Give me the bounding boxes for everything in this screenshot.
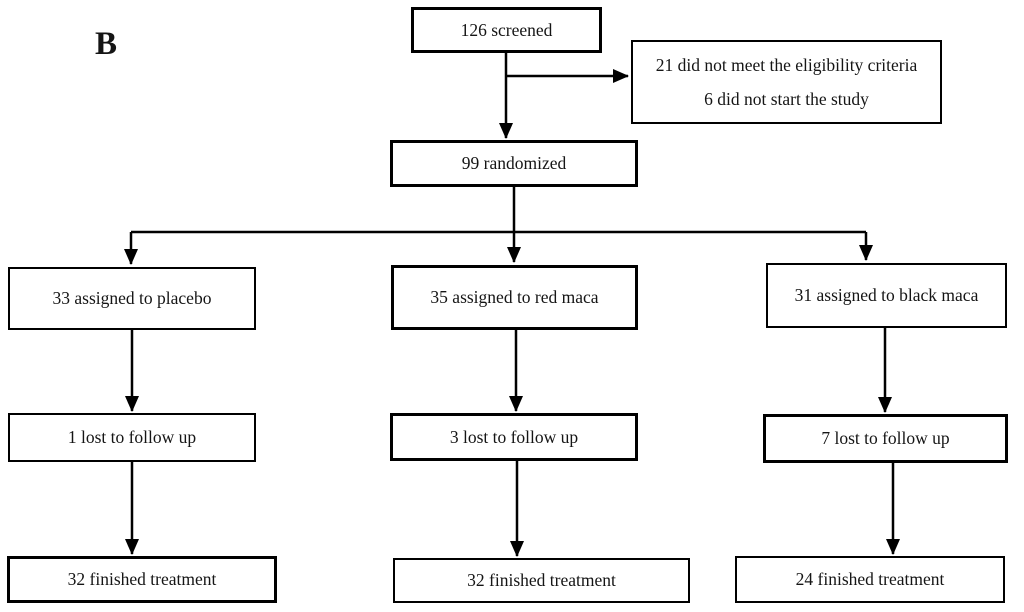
panel-label: B	[95, 26, 118, 62]
node-screened-label: 126 screened	[460, 19, 553, 40]
node-screened-box: 126 screened	[411, 7, 602, 53]
node-excluded-box: 21 did not meet the eligibility criteria…	[631, 40, 942, 124]
node-excluded-line2: 6 did not start the study	[704, 89, 869, 109]
node-assigned-black-maca-box: 31 assigned to black maca	[766, 263, 1007, 328]
node-lost-black-maca-box: 7 lost to follow up	[763, 414, 1008, 463]
node-excluded-line1: 21 did not meet the eligibility criteria	[655, 54, 918, 75]
node-randomized-box: 99 randomized	[390, 140, 638, 187]
node-lost-black-maca-label: 7 lost to follow up	[821, 428, 950, 449]
node-lost-placebo-box: 1 lost to follow up	[8, 413, 256, 462]
node-finished-black-maca-box: 24 finished treatment	[735, 556, 1005, 603]
node-assigned-red-maca-label: 35 assigned to red maca	[430, 287, 599, 308]
node-finished-red-maca-label: 32 finished treatment	[467, 570, 616, 591]
node-randomized-label: 99 randomized	[461, 153, 567, 174]
node-lost-placebo-label: 1 lost to follow up	[67, 427, 197, 448]
node-assigned-placebo-label: 33 assigned to placebo	[52, 288, 212, 309]
node-finished-red-maca-box: 32 finished treatment	[393, 558, 690, 603]
node-lost-red-maca-box: 3 lost to follow up	[390, 413, 638, 461]
node-finished-placebo-label: 32 finished treatment	[67, 569, 217, 590]
node-assigned-placebo-box: 33 assigned to placebo	[8, 267, 256, 330]
node-assigned-red-maca-box: 35 assigned to red maca	[391, 265, 638, 330]
node-lost-red-maca-label: 3 lost to follow up	[449, 426, 579, 447]
node-finished-black-maca-label: 24 finished treatment	[795, 569, 945, 590]
node-assigned-black-maca-label: 31 assigned to black maca	[794, 285, 979, 306]
node-finished-placebo-box: 32 finished treatment	[7, 556, 277, 603]
